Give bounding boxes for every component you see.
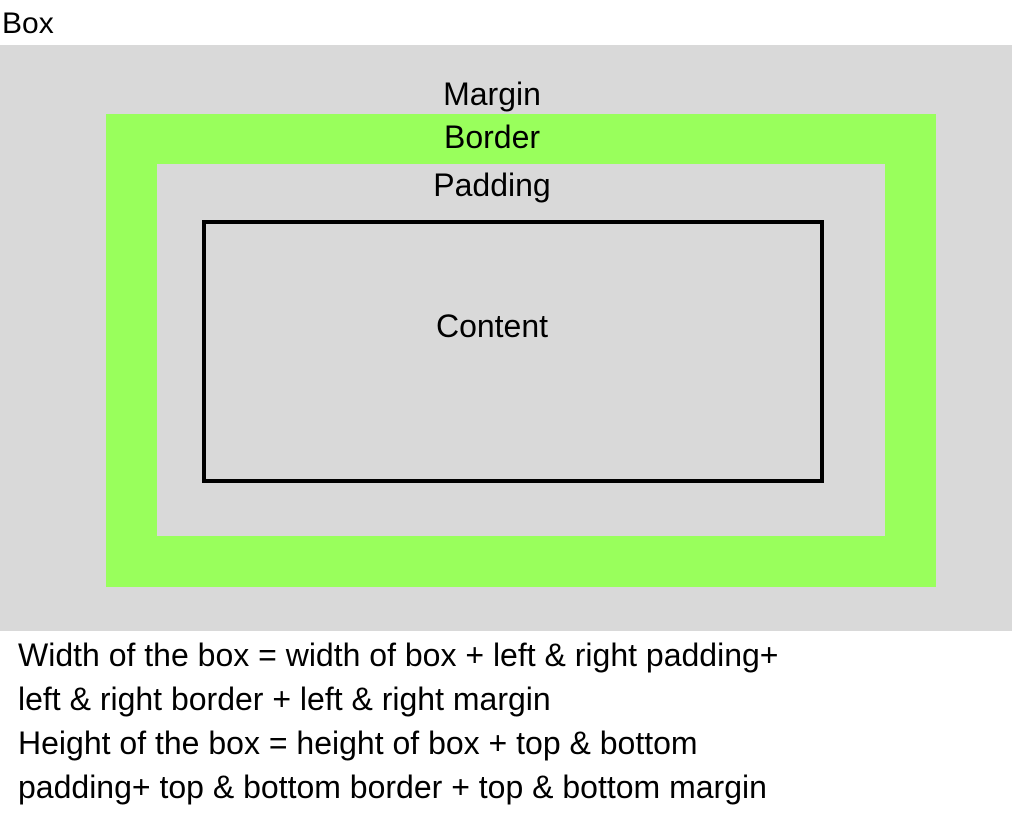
box-size-formulas: Width of the box = width of box + left &…: [18, 633, 998, 809]
content-area: [202, 220, 824, 483]
margin-label: Margin: [443, 76, 541, 112]
width-formula-line-1: Width of the box = width of box + left &…: [18, 637, 779, 673]
height-formula-line-2: padding+ top & bottom border + top & bot…: [18, 769, 767, 805]
border-label: Border: [443, 119, 541, 155]
width-formula-line-2: left & right border + left & right margi…: [18, 681, 551, 717]
height-formula-line-1: Height of the box = height of box + top …: [18, 725, 698, 761]
content-label: Content: [435, 308, 549, 344]
padding-label: Padding: [433, 167, 551, 203]
diagram-title: Box: [2, 7, 54, 40]
